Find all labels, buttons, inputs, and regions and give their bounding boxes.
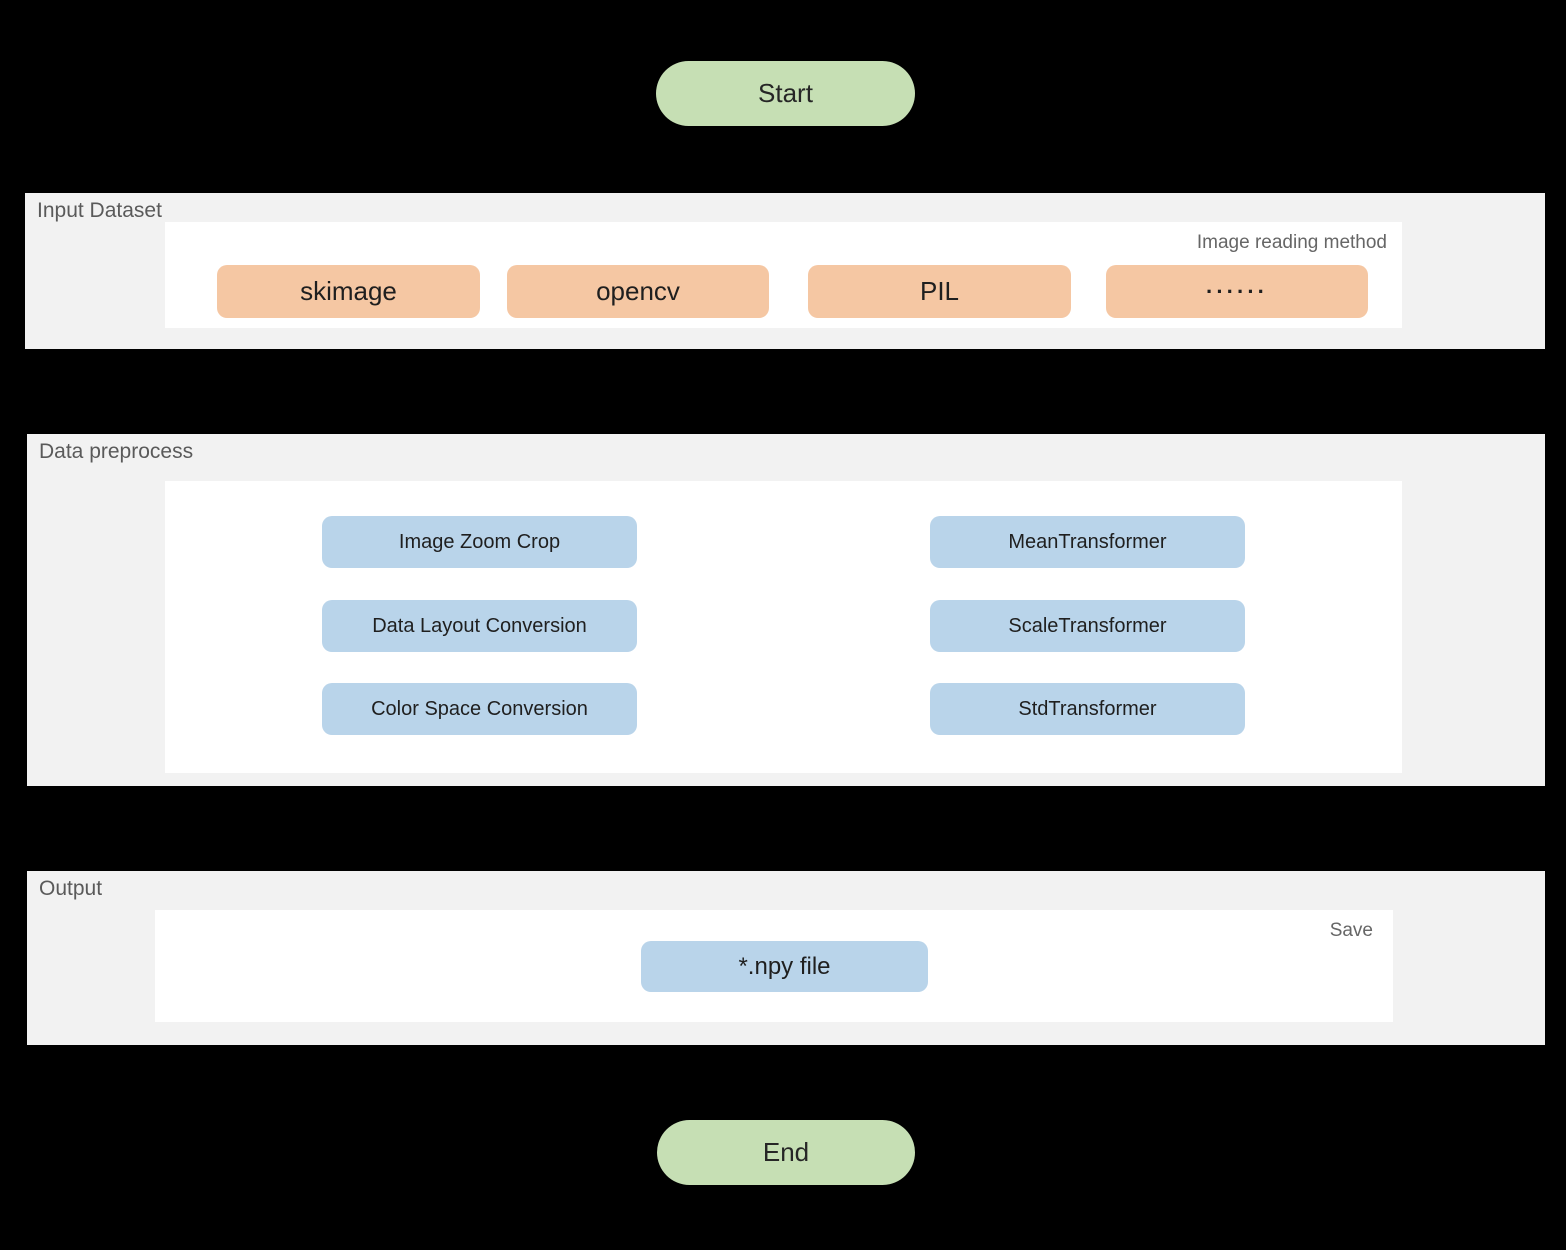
process-node-image-zoom-crop: Image Zoom Crop	[322, 516, 637, 568]
section-input-dataset-title: Input Dataset	[37, 199, 162, 222]
flow-start-node: Start	[656, 61, 915, 126]
input-node-opencv: opencv	[507, 265, 769, 318]
output-panel: Save *.npy file	[155, 910, 1393, 1022]
process-node-scale-transformer: ScaleTransformer	[930, 600, 1245, 652]
section-data-preprocess-title: Data preprocess	[39, 440, 194, 463]
input-node-pil: PIL	[808, 265, 1071, 318]
process-node-mean-transformer: MeanTransformer	[930, 516, 1245, 568]
section-input-dataset: Input Dataset Image reading method skima…	[25, 193, 1545, 349]
process-node-data-layout-conversion: Data Layout Conversion	[322, 600, 637, 652]
input-node-skimage: skimage	[217, 265, 480, 318]
section-data-preprocess: Data preprocess Image Zoom Crop Data Lay…	[27, 434, 1545, 786]
flow-start-label: Start	[758, 78, 813, 108]
save-note: Save	[1329, 920, 1373, 941]
process-node-std-transformer: StdTransformer	[930, 683, 1245, 735]
input-dataset-panel: Image reading method skimage opencv PIL …	[165, 222, 1402, 328]
input-node-ellipsis: ······	[1106, 265, 1368, 318]
flow-end-node: End	[657, 1120, 915, 1185]
image-reading-method-note: Image reading method	[1196, 232, 1387, 253]
process-node-color-space-conversion: Color Space Conversion	[322, 683, 637, 735]
data-preprocess-panel: Image Zoom Crop Data Layout Conversion C…	[165, 481, 1402, 773]
section-output-title: Output	[39, 877, 103, 900]
section-output: Output Save *.npy file	[27, 871, 1545, 1045]
output-node-npy-file: *.npy file	[641, 941, 928, 992]
flow-end-label: End	[762, 1137, 810, 1167]
